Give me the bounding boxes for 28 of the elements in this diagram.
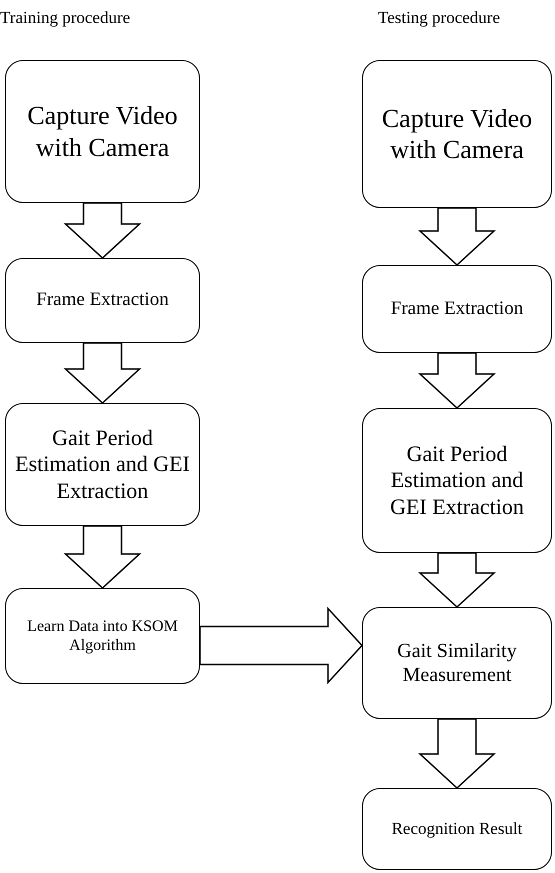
column-heading: Training procedure [0, 8, 130, 28]
process-box [5, 258, 200, 343]
block-arrow [199, 606, 364, 684]
block-arrow [64, 202, 142, 260]
process-box [5, 588, 200, 684]
box-label: Frame Extraction [36, 289, 169, 312]
process-box [5, 60, 200, 203]
process-box [362, 265, 552, 353]
process-box [362, 788, 552, 870]
process-box [5, 403, 200, 526]
box-label: Frame Extraction [390, 298, 524, 320]
box-label: Learn Data into KSOM Algorithm [26, 616, 179, 656]
column-heading: Testing procedure [378, 8, 500, 28]
block-arrow [64, 525, 142, 590]
block-arrow [64, 342, 142, 404]
process-box [362, 60, 552, 208]
process-box [362, 408, 552, 553]
box-label: Capture Video with Camera [26, 100, 179, 163]
block-arrow [418, 552, 496, 608]
box-label: Gait Period Estimation and GEI Extraction [389, 440, 525, 520]
block-arrow [418, 352, 496, 410]
block-arrow [418, 207, 496, 266]
box-label: Gait Similarity Measurement [396, 639, 518, 687]
block-arrow [418, 718, 496, 790]
box-label: Recognition Result [392, 818, 522, 840]
box-label: Capture Video with Camera [380, 102, 534, 166]
process-box [362, 607, 552, 719]
box-label: Gait Period Estimation and GEI Extraction [14, 424, 191, 504]
